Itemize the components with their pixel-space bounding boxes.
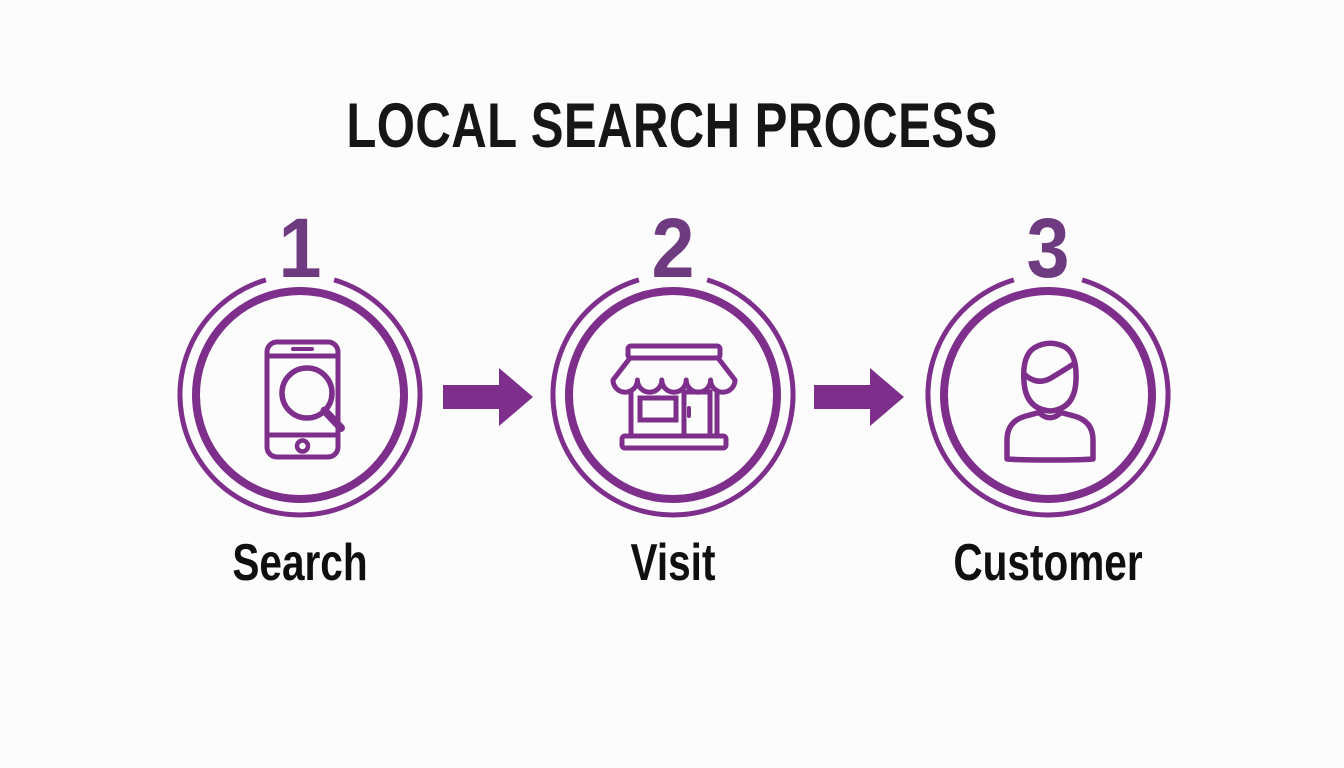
step-number: 3	[1026, 201, 1070, 295]
step-customer: 3 Customer	[923, 0, 1173, 768]
step-label: Search	[232, 534, 368, 592]
arrow-right-icon	[443, 366, 533, 428]
step-circle	[548, 270, 798, 520]
arrow-right-icon	[814, 366, 904, 428]
step-number: 1	[278, 201, 322, 295]
person-icon	[925, 277, 1171, 518]
step-visit: 2 Visit	[548, 0, 798, 768]
page-title: LOCAL SEARCH PROCESS	[346, 91, 998, 161]
step-label: Customer	[953, 534, 1143, 592]
step-search: 1 Search	[175, 0, 425, 768]
phone-search-icon	[177, 277, 423, 518]
step-circle	[175, 270, 425, 520]
step-label: Visit	[630, 534, 716, 592]
step-number: 2	[651, 201, 695, 295]
storefront-icon	[550, 277, 796, 518]
step-circle	[923, 270, 1173, 520]
